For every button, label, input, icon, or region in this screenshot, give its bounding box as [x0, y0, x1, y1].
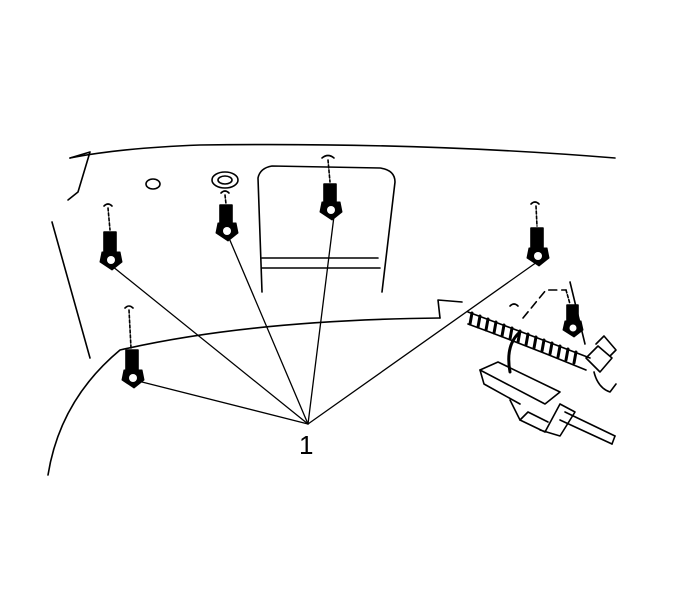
panel-hole [145, 171, 239, 190]
inner-panel [257, 165, 396, 293]
callout-leader-lines [111, 215, 538, 425]
harness-clip-bolt [509, 289, 584, 338]
pillar-edge [569, 281, 586, 345]
bolt [99, 203, 123, 271]
bolt [121, 305, 145, 389]
bolt [215, 190, 239, 242]
bolt [526, 201, 550, 267]
wiring-harness [467, 311, 617, 393]
electrical-connector [479, 330, 616, 445]
callout-label-1: 1 [299, 430, 314, 460]
bolt [319, 154, 343, 221]
panel-outline [47, 143, 616, 476]
